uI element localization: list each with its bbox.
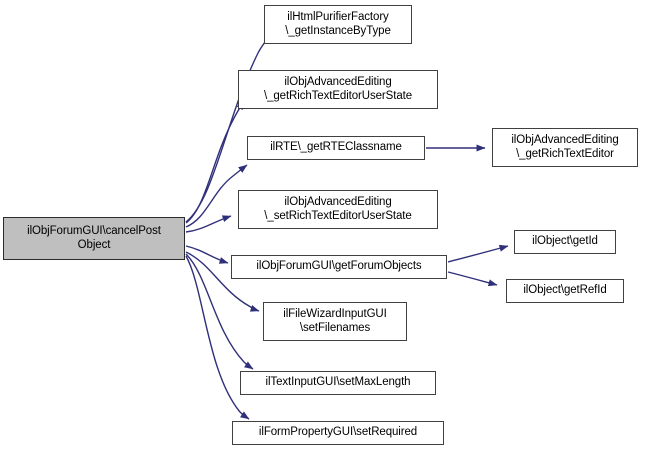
graph-node-label-set-rich-text-editor-user-state: ilObjAdvancedEditing \_setRichTextEditor…	[264, 196, 412, 222]
edge-root-to-set-rich-text-editor-user-state	[185, 215, 232, 233]
graph-node-get-id[interactable]: ilObject\getId	[514, 230, 616, 254]
graph-node-label-get-forum-objects: ilObjForumGUI\getForumObjects	[256, 260, 422, 273]
graph-node-label-get-rich-text-editor: ilObjAdvancedEditing \_getRichTextEditor	[511, 134, 619, 160]
edge-root-to-get-forum-objects	[185, 245, 229, 264]
graph-node-label-set-max-length: ilTextInputGUI\setMaxLength	[265, 376, 411, 389]
graph-node-label-get-rte-classname: ilRTE\_getRTEClassname	[270, 141, 402, 154]
edge-root-to-set-filenames	[185, 251, 260, 312]
graph-node-label-get-ref-id: ilObject\getRefId	[523, 284, 607, 297]
graph-node-get-rich-text-editor-user-state[interactable]: ilObjAdvancedEditing \_getRichTextEditor…	[238, 70, 438, 109]
graph-node-label-html-purifier-factory: ilHtmlPurifierFactory \_getInstanceByTyp…	[285, 11, 391, 37]
graph-node-set-required[interactable]: ilFormPropertyGUI\setRequired	[232, 421, 444, 445]
graph-node-label-set-required: ilFormPropertyGUI\setRequired	[258, 426, 418, 439]
graph-node-set-filenames[interactable]: ilFileWizardInputGUI \setFilenames	[263, 302, 407, 341]
graph-node-label-root: ilObjForumGUI\cancelPost Object	[27, 225, 161, 251]
edge-root-to-get-rich-text-editor-user-state	[185, 100, 245, 224]
edge-get-forum-objects-to-get-ref-id	[447, 271, 498, 287]
graph-node-label-set-filenames: ilFileWizardInputGUI \setFilenames	[283, 308, 387, 334]
graph-node-html-purifier-factory[interactable]: ilHtmlPurifierFactory \_getInstanceByTyp…	[264, 5, 412, 44]
graph-node-set-max-length[interactable]: ilTextInputGUI\setMaxLength	[240, 371, 436, 395]
edge-root-to-set-required	[185, 255, 250, 420]
graph-node-label-get-id: ilObject\getId	[532, 235, 598, 248]
edge-root-to-set-max-length	[185, 253, 254, 370]
graph-node-get-ref-id[interactable]: ilObject\getRefId	[506, 279, 624, 303]
graph-node-label-get-rich-text-editor-user-state: ilObjAdvancedEditing \_getRichTextEditor…	[263, 76, 413, 102]
graph-node-set-rich-text-editor-user-state[interactable]: ilObjAdvancedEditing \_setRichTextEditor…	[238, 190, 438, 229]
edge-root-to-get-rte-classname	[185, 164, 248, 228]
graph-node-get-rich-text-editor[interactable]: ilObjAdvancedEditing \_getRichTextEditor	[492, 128, 638, 167]
edge-get-forum-objects-to-get-id	[447, 244, 509, 263]
graph-node-get-forum-objects[interactable]: ilObjForumGUI\getForumObjects	[231, 255, 447, 279]
graph-node-root[interactable]: ilObjForumGUI\cancelPost Object	[3, 217, 185, 260]
graph-node-get-rte-classname[interactable]: ilRTE\_getRTEClassname	[247, 136, 425, 160]
